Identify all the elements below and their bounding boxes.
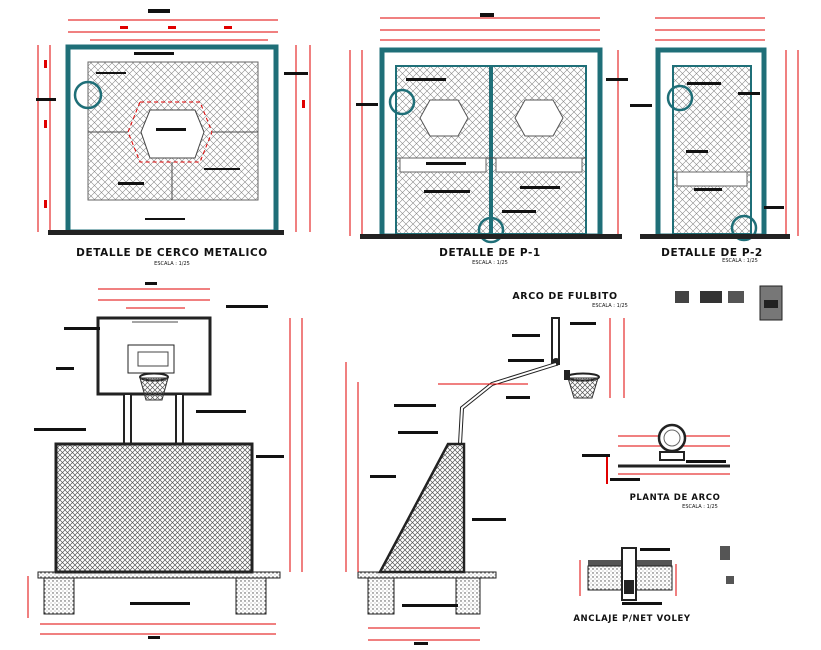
p2-door-detail: DETALLE DE P-2 ESCALA : 1/25 (630, 17, 799, 264)
arco-fulbito-title: ARCO DE FULBITO (512, 291, 617, 302)
arco-fulbito-scale: ESCALA : 1/25 (592, 303, 628, 309)
p1-door-detail: DETALLE DE P-1 ESCALA : 1/25 (349, 13, 628, 266)
anclaje-title: ANCLAJE P/NET VOLEY (573, 614, 691, 624)
arco-fulbito-side: ARCO DE FULBITO ESCALA : 1/25 (345, 285, 783, 645)
cerco-metalico-detail: DETALLE DE CERCO METALICO ESCALA : 1/25 (36, 9, 311, 267)
anclaje-net-voley-detail: ANCLAJE P/NET VOLEY (573, 546, 734, 624)
p2-scale: ESCALA : 1/25 (722, 258, 758, 264)
planta-arco-detail: PLANTA DE ARCO ESCALA : 1/25 (582, 423, 730, 510)
p2-title: DETALLE DE P-2 (661, 247, 763, 259)
cerco-scale: ESCALA : 1/25 (154, 261, 190, 267)
p1-scale: ESCALA : 1/25 (472, 260, 508, 266)
planta-arco-title: PLANTA DE ARCO (630, 493, 721, 503)
basketball-post-detail (27, 282, 303, 639)
cerco-title: DETALLE DE CERCO METALICO (76, 247, 268, 259)
p1-title: DETALLE DE P-1 (439, 247, 541, 259)
planta-arco-scale: ESCALA : 1/25 (682, 504, 718, 510)
